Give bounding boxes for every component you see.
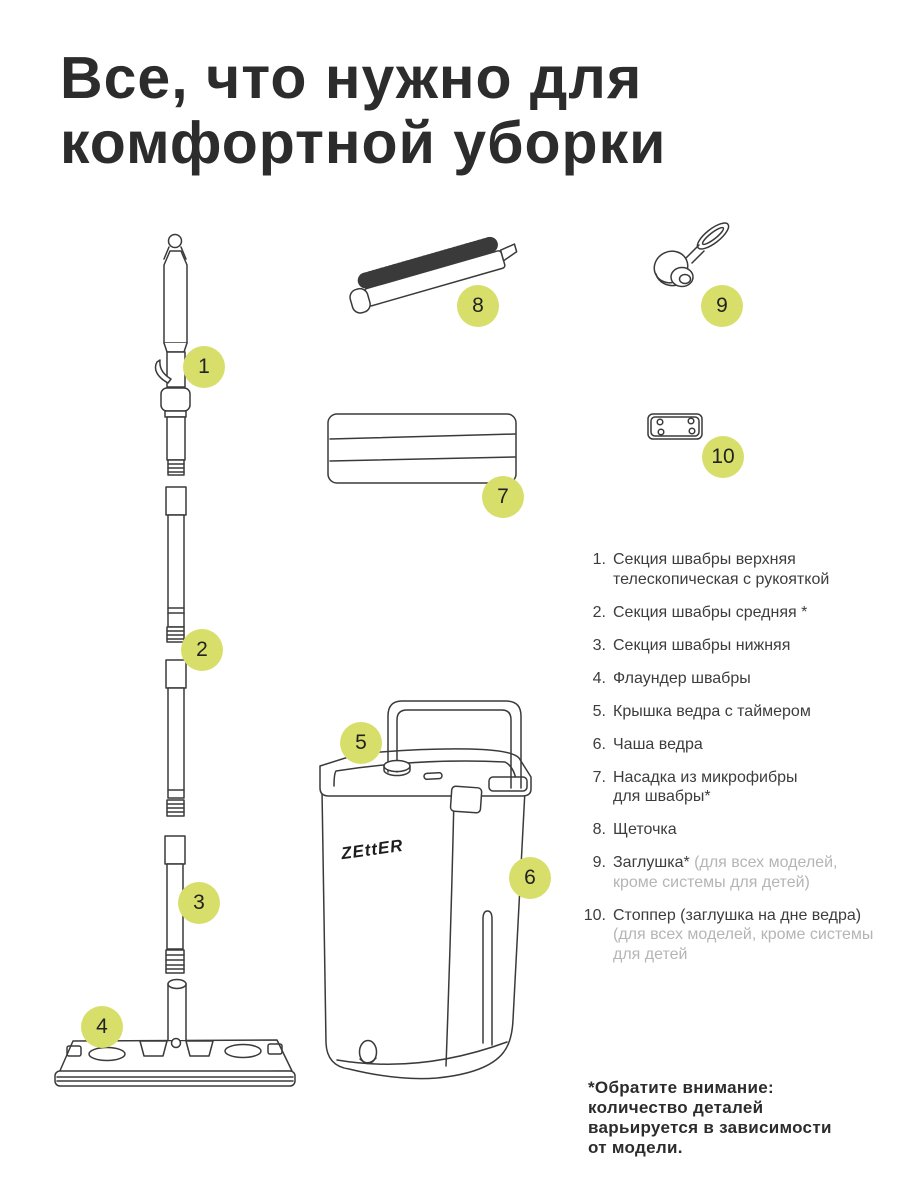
legend-label: Насадка из микрофибры для швабры* (613, 768, 798, 806)
part-badge-1: 1 (183, 346, 225, 388)
legend-label: Секция швабры нижняя (613, 636, 791, 654)
mop-flounder (54, 978, 296, 1087)
bucket-handle (387, 700, 522, 789)
part-badge-6: 6 (509, 857, 551, 899)
legend-number: 4. (592, 669, 606, 687)
page-title: Все, что нужно для комфортной уборки (60, 45, 667, 176)
part-badge-9: 9 (701, 285, 743, 327)
bucket-lid (319, 748, 532, 797)
brush (349, 236, 518, 314)
legend-note: (для всех моделей, кроме системы для дет… (613, 926, 874, 963)
plug (653, 222, 730, 288)
legend-number: 5. (592, 702, 606, 720)
legend-item-9: 9. Заглушка* (для всех моделей, кроме си… (578, 853, 884, 892)
legend-label: Щеточка (613, 821, 677, 838)
legend-item-3: 3. Секция швабры нижняя (578, 636, 884, 656)
bucket-lid-details (383, 759, 483, 814)
parts-legend: 1. Секция швабры верхняя телескопическая… (578, 550, 884, 978)
bucket (319, 700, 532, 1080)
legend-label: Заглушка* (для всех моделей, кроме систе… (613, 854, 838, 891)
microfiber-pad (327, 413, 517, 484)
legend-label: Стоппер (заглушка на дне ведра)(для всех… (613, 906, 874, 963)
mop-top-section (154, 233, 191, 476)
part-badge-3: 3 (178, 882, 220, 924)
legend-number: 2. (592, 603, 606, 621)
legend-label: Крышка ведра с таймером (613, 702, 811, 720)
bucket-body (321, 789, 526, 1080)
legend-item-2: 2. Секция швабры средняя * (578, 603, 884, 623)
legend-number: 7. (592, 768, 606, 786)
legend-label: Флаундер швабры (613, 669, 751, 687)
legend-item-1: 1. Секция швабры верхняя телескопическая… (578, 550, 884, 589)
legend-label: Секция швабры верхняя телескопическая с … (613, 551, 830, 588)
legend-number: 10. (583, 906, 606, 924)
legend-label: Чаша ведра (613, 735, 703, 753)
mop-lower-section (164, 835, 186, 974)
footnote: *Обратите внимание: количество деталей в… (588, 1078, 832, 1157)
part-badge-8: 8 (457, 285, 499, 327)
part-badge-7: 7 (482, 476, 524, 518)
legend-number: 8. (592, 821, 606, 838)
legend-number: 1. (592, 551, 606, 568)
mop-middle-section-b (165, 659, 187, 817)
legend-item-10: 10. Стоппер (заглушка на дне ведра)(для … (578, 906, 884, 965)
legend-note: (для всех моделей, кроме системы для дет… (613, 854, 838, 891)
legend-item-7: 7. Насадка из микрофибры для швабры* (578, 768, 884, 807)
part-badge-10: 10 (702, 436, 744, 478)
legend-item-8: 8. Щеточка (578, 820, 884, 840)
legend-label: Секция швабры средняя * (613, 603, 808, 621)
part-badge-5: 5 (340, 722, 382, 764)
stopper (647, 413, 703, 440)
legend-number: 9. (592, 854, 606, 871)
legend-item-6: 6. Чаша ведра (578, 735, 884, 755)
legend-item-5: 5. Крышка ведра с таймером (578, 702, 884, 722)
mop-middle-section-a (165, 486, 187, 643)
part-badge-4: 4 (81, 1006, 123, 1048)
legend-item-4: 4. Флаундер швабры (578, 669, 884, 689)
legend-number: 6. (592, 735, 606, 753)
legend-number: 3. (592, 636, 606, 654)
part-badge-2: 2 (181, 629, 223, 671)
